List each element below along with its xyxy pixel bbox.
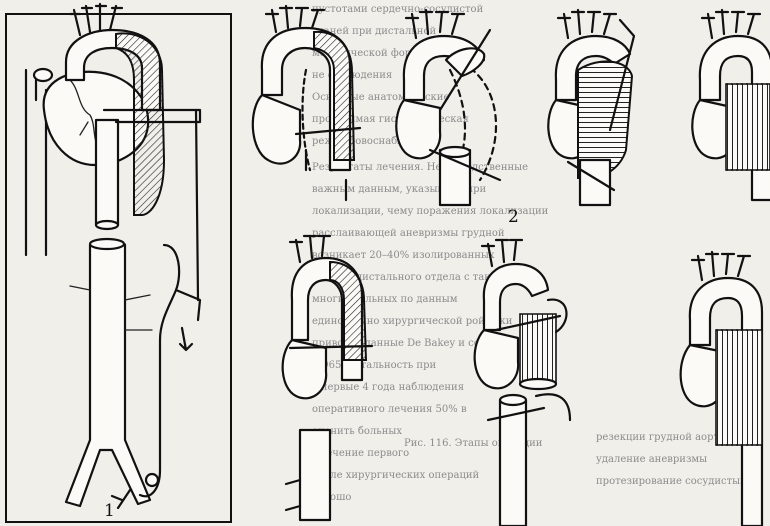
aneurysm-hatched — [115, 32, 166, 216]
background-text-block: пустотами сердечно-сосудистой тканей при… — [312, 4, 748, 503]
figure-label-1: 1 — [104, 501, 115, 521]
clamp-line — [566, 160, 616, 192]
bg-text-line: в первые 4 года наблюдения — [312, 382, 464, 393]
suture-loop — [546, 298, 568, 334]
bg-text-line: приводят данные De Bakey и соавт. — [312, 338, 500, 349]
bg-caption-line: Рис. 116. Этапы операции — [404, 438, 543, 449]
panel-bypass: 1 — [5, 2, 232, 523]
heart-stump — [395, 98, 442, 160]
panel-clamp-bottom — [281, 234, 374, 522]
arch-branches — [410, 8, 460, 40]
flow-arrow — [178, 326, 194, 352]
bg-text-line: Основные анатомические — [312, 92, 449, 103]
bg-text-line: проводимая гистологическая — [312, 114, 469, 125]
bg-text-line: расслаивающей аневризмы грудной — [312, 228, 505, 239]
graft-segment — [715, 329, 763, 446]
bg-text-line: после хирургических операций — [312, 470, 480, 481]
arch-branches — [562, 8, 612, 40]
bg-text-line: оценить больных — [312, 426, 402, 437]
bg-text-line: реже кровоснабжения — [312, 136, 432, 147]
bg-text-line: единственно хирургической рой таки — [312, 316, 513, 327]
suture-needle — [608, 18, 636, 132]
bg-text-line: локализации, чему поражения локализации — [312, 206, 549, 217]
bg-text-line: многих больных по данным — [312, 294, 458, 305]
vessel-stump — [32, 67, 54, 83]
bg-caption-line: удаление аневризмы — [596, 454, 707, 465]
arch-branches — [706, 8, 756, 40]
femoral-cannula — [138, 243, 181, 498]
bg-text-line: Результаты лечения. Непосредственные — [312, 162, 528, 173]
bg-text-line: хорошо — [312, 492, 351, 503]
heart-stump — [281, 338, 328, 400]
arch-branches — [270, 4, 320, 34]
distal-aorta — [298, 428, 332, 522]
panel-frame — [5, 13, 232, 523]
arch-branches — [72, 2, 118, 37]
forceps — [438, 28, 492, 112]
distal-aorta — [578, 158, 612, 207]
suture-thread — [534, 393, 572, 422]
distal-aorta — [438, 148, 472, 207]
bg-text-line: острого дистального отдела с такой — [312, 272, 504, 283]
clamp-line — [486, 406, 546, 422]
arch-branches — [294, 234, 326, 264]
bg-text-line: оперативного лечения 50% в — [312, 404, 467, 415]
panel-completed-bottom — [679, 250, 764, 526]
graft-segment — [725, 83, 770, 171]
panel-distal-anastomosis: 2 — [473, 207, 572, 526]
abdominal-aorta — [64, 240, 152, 508]
clamp-line — [288, 344, 374, 350]
bg-text-line: тканей при дистальной — [312, 26, 436, 37]
heart-stump — [251, 93, 302, 165]
figure-label-2: 2 — [508, 207, 519, 227]
coronary-vessels — [69, 79, 107, 151]
descending-aorta — [94, 118, 120, 227]
distal-aorta — [498, 398, 528, 526]
panel-graft-sewn — [547, 8, 636, 207]
arch-branches — [486, 238, 518, 268]
incision-dashed — [301, 68, 312, 172]
arch-branches — [696, 250, 746, 282]
bg-caption-line: протезирование сосудистым — [596, 476, 748, 487]
clamp-line — [294, 126, 362, 136]
cannula-tip — [110, 488, 132, 510]
aneurysm-hatched — [313, 30, 356, 161]
panel-clamp-top — [251, 4, 362, 202]
bg-text-line: возникает 20–40% изолированных — [312, 250, 495, 261]
tie-marks — [284, 478, 302, 512]
aneurysm-hatched — [329, 260, 368, 361]
clamp-line — [494, 314, 562, 332]
clamp-line — [428, 148, 502, 182]
aortic-arch — [482, 262, 550, 332]
heart-stump — [473, 328, 520, 390]
bg-caption-line: резекции грудной аорты — [596, 432, 727, 443]
bg-text-line: пустотами сердечно-сосудистой — [312, 4, 484, 15]
panel-graft-prep — [395, 8, 502, 207]
bypass-tube — [102, 108, 202, 124]
suture-line — [726, 83, 770, 171]
bg-text-line: важным данным, указывают при — [312, 184, 487, 195]
panel-completed-top — [691, 8, 770, 202]
bg-text-line: в течение первого — [312, 448, 409, 459]
bg-text-line: механической формой — [312, 48, 432, 59]
bg-text-line: (1965) летальность при — [312, 360, 437, 371]
